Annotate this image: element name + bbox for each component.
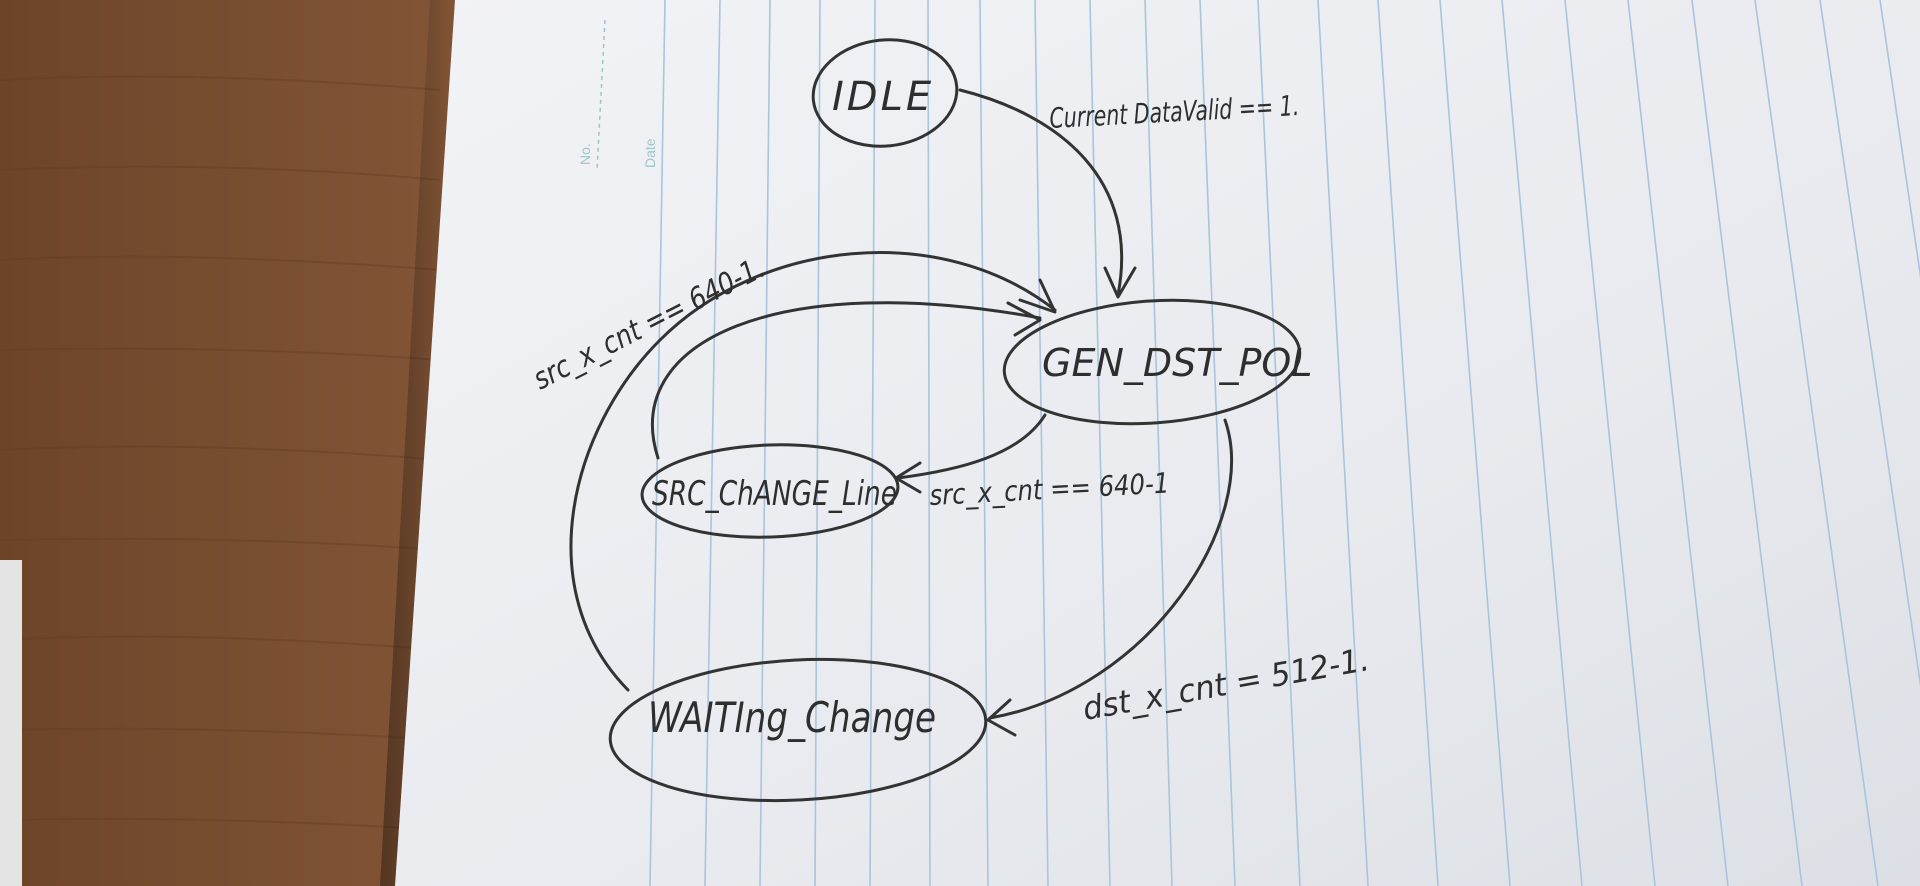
white-object-edge <box>0 560 22 886</box>
header-area: No. Date <box>577 19 658 171</box>
transition-src-to-gen-arrow <box>651 301 1042 460</box>
transition-src-to-gen <box>651 301 1042 460</box>
state-idle-label: IDLE <box>832 74 934 120</box>
state-gen-dst-pol-label: GEN_DST_POL <box>1042 341 1312 385</box>
notebook-page <box>395 0 1920 886</box>
state-src-change-line-label: SRC_ChANGE_Line <box>652 474 897 514</box>
transition-gen-to-src-arrow <box>896 413 1047 480</box>
state-src-change-line-ellipse <box>640 443 900 539</box>
state-idle: IDLE <box>811 38 959 148</box>
arrowhead-icon <box>986 698 1017 737</box>
wood-grain <box>0 75 441 831</box>
state-idle-circle <box>811 38 959 148</box>
arrowhead-icon <box>1103 266 1137 299</box>
arrowhead-icon <box>894 461 922 494</box>
state-gen-dst-pol-ellipse <box>1002 298 1302 426</box>
header-date-label: Date <box>642 138 658 168</box>
transition-idle-to-gen-arrow <box>958 88 1124 297</box>
state-waiting-change-ellipse <box>608 657 988 803</box>
state-waiting-change-label: WAITIng_Change <box>648 693 936 742</box>
header-no-label: No. <box>577 143 593 165</box>
transition-waiting-to-gen-arrow <box>569 251 1057 692</box>
ruled-lines <box>649 0 1920 886</box>
state-waiting-change: WAITIng_Change <box>608 657 988 803</box>
state-gen-dst-pol: GEN_DST_POL <box>1002 298 1312 426</box>
state-src-change-line: SRC_ChANGE_Line <box>640 443 900 539</box>
transition-gen-to-waiting-arrow <box>988 418 1233 720</box>
page-shadow <box>380 0 455 886</box>
arrowhead-icon <box>1018 278 1057 314</box>
arrowhead-icon <box>1006 301 1042 337</box>
